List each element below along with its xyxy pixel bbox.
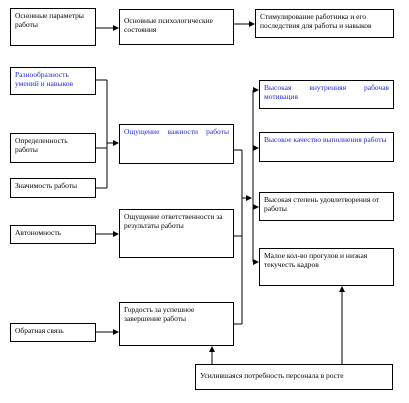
label-feedback: Обратная связь [15,326,64,335]
label-autonomy: Автономность [15,228,62,237]
label-main-params: Основные параметры работы [15,11,84,30]
box-task-significance: Значимость работы [10,178,96,198]
box-pride: Гордость за успешное завершение работы [119,302,234,346]
label-high-quality: Высокое качество выполнения работы [264,135,387,144]
box-high-satisfaction: Высокая степень удовлетворения от работы [259,192,394,221]
label-task-significance: Значимость работы [15,181,78,190]
label-stimulation: Стимулирование работника и его последств… [260,12,372,31]
box-high-quality: Высокое качество выполнения работы [259,132,394,162]
box-stimulation: Стимулирование работника и его последств… [255,9,394,38]
box-feedback: Обратная связь [10,323,96,342]
label-growth-need: Усилившаяся потребность персонала в рост… [200,371,344,380]
label-high-motivation: Высокая внутренняя рабочая мотивация [264,83,389,102]
label-high-satisfaction: Высокая степень удовлетворения от работы [264,195,380,214]
box-high-motivation: Высокая внутренняя рабочая мотивация [259,80,394,109]
label-low-absenteeism: Малое кол-во прогулов и низкая текучесть… [264,251,368,270]
box-meaningfulness: Ощущение важности работы [119,124,234,164]
label-skill-variety: Разнообразность умений и навыков [15,70,74,89]
label-responsibility: Ощущение ответственности за результаты р… [124,212,223,231]
box-skill-variety: Разнообразность умений и навыков [10,67,96,95]
label-psych-states: Основные психологические состояния [124,16,213,35]
label-task-identity: Определенность работы [15,136,68,155]
box-low-absenteeism: Малое кол-во прогулов и низкая текучесть… [259,248,394,286]
box-growth-need: Усилившаяся потребность персонала в рост… [195,364,393,390]
box-task-identity: Определенность работы [10,133,96,163]
label-pride: Гордость за успешное завершение работы [124,305,195,324]
box-autonomy: Автономность [10,225,96,244]
box-main-params: Основные параметры работы [10,8,96,46]
label-meaningfulness: Ощущение важности работы [124,127,229,136]
box-psych-states: Основные психологические состояния [119,9,234,45]
box-responsibility: Ощущение ответственности за результаты р… [119,209,234,258]
